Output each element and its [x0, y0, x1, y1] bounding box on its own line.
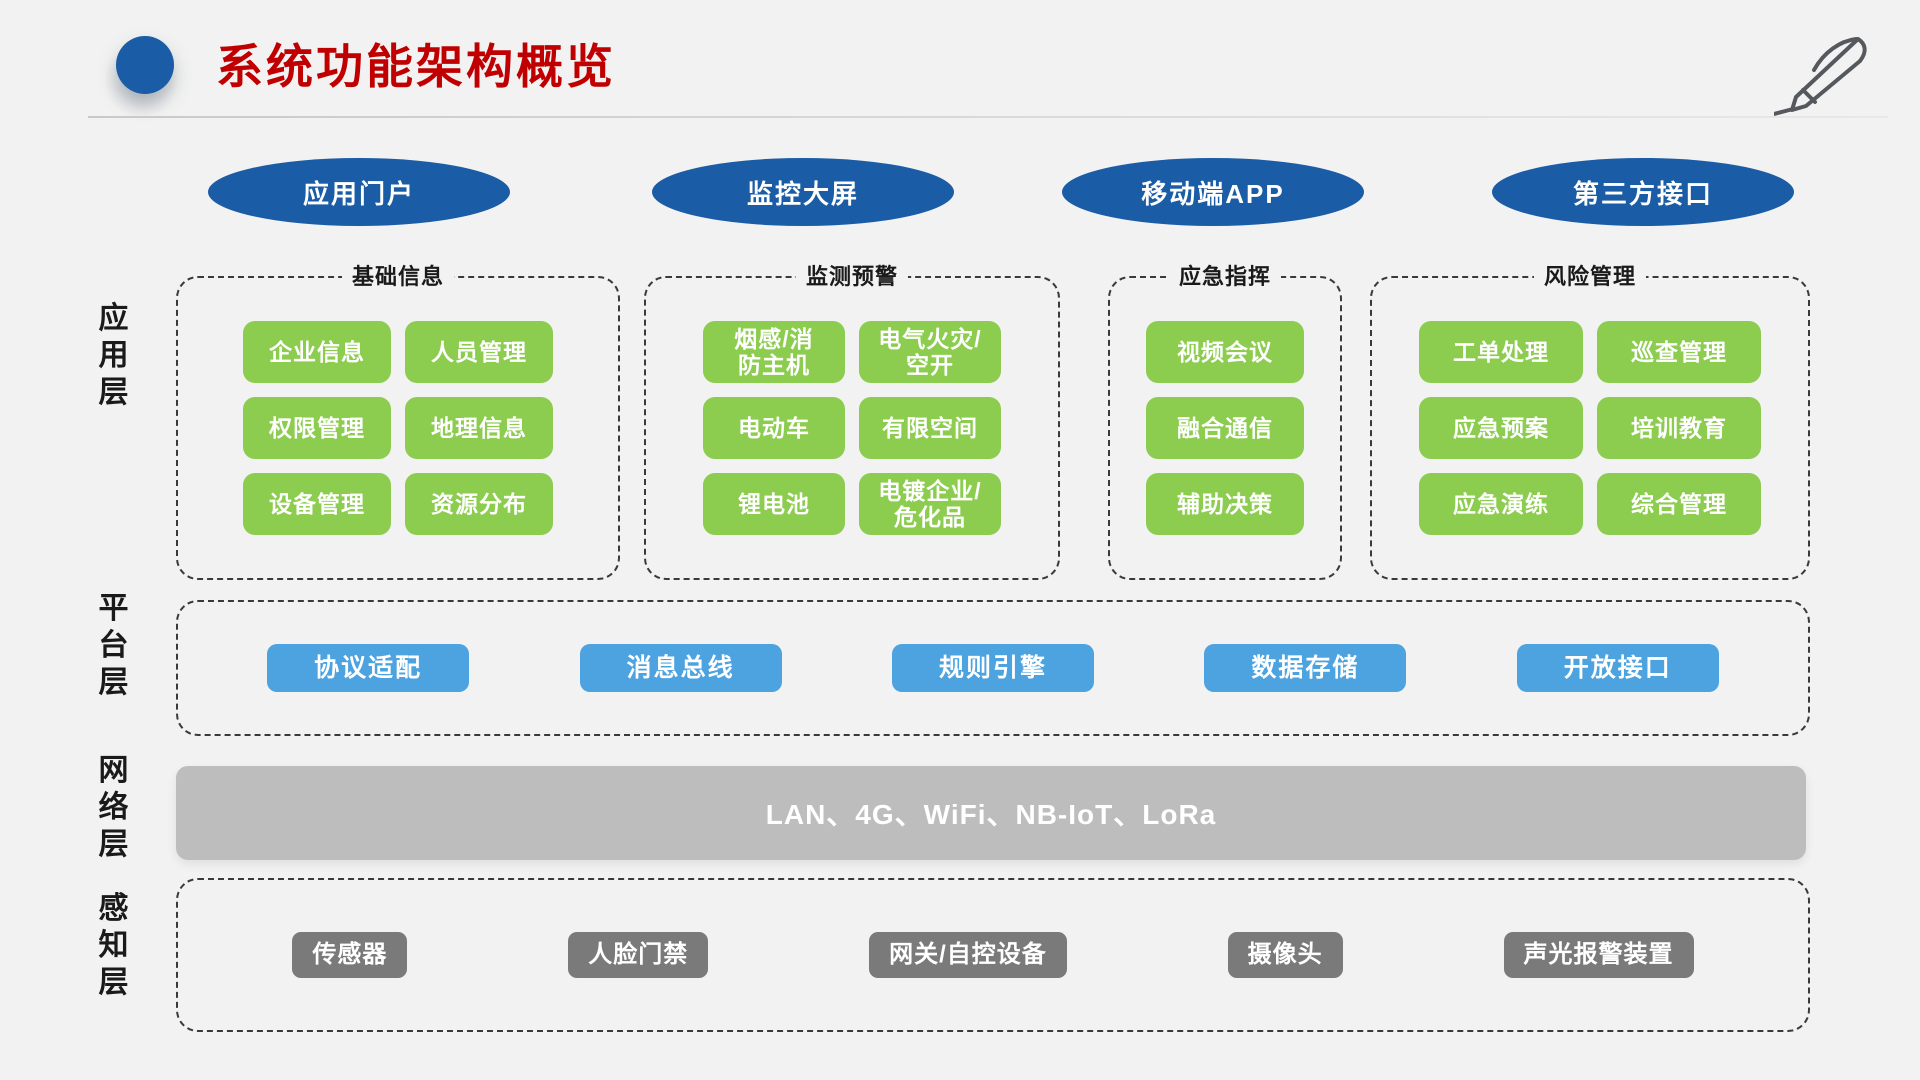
app-item-emergency-plan[interactable]: 应急预案 — [1419, 397, 1583, 459]
header-divider — [88, 116, 1888, 118]
layer-label-char: 层 — [98, 966, 130, 1000]
layer-label-char: 层 — [98, 376, 130, 410]
app-item-device-management[interactable]: 设备管理 — [243, 473, 391, 535]
perception-item-face-access-control[interactable]: 人脸门禁 — [568, 932, 709, 978]
app-item-video-conference[interactable]: 视频会议 — [1146, 321, 1304, 383]
layer-label-char: 络 — [98, 791, 130, 825]
platform-item-data-storage[interactable]: 数据存储 — [1204, 644, 1407, 692]
app-item-lithium-battery[interactable]: 锂电池 — [703, 473, 845, 535]
page-title: 系统功能架构概览 — [216, 40, 616, 93]
app-item-decision-support[interactable]: 辅助决策 — [1146, 473, 1304, 535]
perception-item-camera[interactable]: 摄像头 — [1227, 932, 1343, 978]
app-item-comprehensive-management[interactable]: 综合管理 — [1597, 473, 1761, 535]
platform-item-message-bus[interactable]: 消息总线 — [579, 644, 782, 692]
app-item-electrical-fire-breaker[interactable]: 电气火灾/ 空开 — [859, 321, 1001, 383]
entry-point-app-portal[interactable]: 应用门户 — [208, 158, 510, 226]
app-item-resource-distribution[interactable]: 资源分布 — [405, 473, 553, 535]
layer-label-char: 知 — [98, 929, 130, 963]
entry-point-mobile-app[interactable]: 移动端APP — [1062, 158, 1364, 226]
platform-item-protocol-adaptation[interactable]: 协议适配 — [267, 644, 470, 692]
app-item-inspection-management[interactable]: 巡查管理 — [1597, 321, 1761, 383]
app-item-enterprise-info[interactable]: 企业信息 — [243, 321, 391, 383]
blue-circle-icon — [116, 36, 174, 94]
entry-point-third-party-api[interactable]: 第三方接口 — [1492, 158, 1794, 226]
app-group-emergency-command: 应急指挥 视频会议 融合通信 辅助决策 — [1108, 259, 1342, 580]
page-header: 系统功能架构概览 — [0, 0, 1920, 120]
perception-item-gateway-control-device[interactable]: 网关/自控设备 — [869, 932, 1067, 978]
layer-label-char: 感 — [98, 892, 130, 925]
app-item-training-education[interactable]: 培训教育 — [1597, 397, 1761, 459]
pen-icon — [1774, 37, 1867, 116]
platform-layer-band: 协议适配 消息总线 规则引擎 数据存储 开放接口 — [176, 600, 1810, 736]
app-item-personnel-management[interactable]: 人员管理 — [405, 321, 553, 383]
app-item-electric-vehicle[interactable]: 电动车 — [703, 397, 845, 459]
app-group-title: 监测预警 — [795, 259, 909, 291]
layer-label-application: 应 用 层 — [88, 300, 140, 412]
layer-label-network: 网 络 层 — [88, 752, 140, 864]
app-group-risk-management: 风险管理 工单处理 巡查管理 应急预案 培训教育 应急演练 综合管理 — [1370, 259, 1810, 580]
layer-label-char: 网 — [98, 754, 130, 787]
layer-label-char: 台 — [98, 629, 130, 663]
perception-item-audible-visual-alarm[interactable]: 声光报警装置 — [1503, 932, 1694, 978]
layer-label-char: 层 — [98, 666, 130, 700]
app-item-work-order[interactable]: 工单处理 — [1419, 321, 1583, 383]
perception-layer-band: 传感器 人脸门禁 网关/自控设备 摄像头 声光报警装置 — [176, 878, 1810, 1032]
layer-label-char: 用 — [98, 339, 130, 373]
app-group-title: 风险管理 — [1533, 259, 1647, 291]
app-group-title: 应急指挥 — [1168, 259, 1282, 291]
app-item-confined-space[interactable]: 有限空间 — [859, 397, 1001, 459]
layer-label-char: 层 — [98, 828, 130, 862]
app-group-basic-info: 基础信息 企业信息 人员管理 权限管理 地理信息 设备管理 资源分布 — [176, 259, 620, 580]
layer-label-perception: 感 知 层 — [88, 890, 140, 1002]
platform-item-rule-engine[interactable]: 规则引擎 — [891, 644, 1094, 692]
app-item-smoke-fire-host[interactable]: 烟感/消 防主机 — [703, 321, 845, 383]
layer-label-char: 平 — [98, 592, 130, 625]
app-item-permission-management[interactable]: 权限管理 — [243, 397, 391, 459]
platform-item-open-api[interactable]: 开放接口 — [1516, 644, 1719, 692]
entry-point-monitor-screen[interactable]: 监控大屏 — [652, 158, 954, 226]
layer-label-char: 应 — [98, 302, 130, 335]
network-layer-bar: LAN、4G、WiFi、NB-IoT、LoRa — [176, 766, 1806, 860]
app-item-electroplating-hazchem[interactable]: 电镀企业/ 危化品 — [859, 473, 1001, 535]
entry-point-row: 应用门户 监控大屏 移动端APP 第三方接口 — [0, 158, 1920, 230]
perception-item-sensor[interactable]: 传感器 — [292, 932, 408, 978]
app-item-emergency-drill[interactable]: 应急演练 — [1419, 473, 1583, 535]
app-group-title: 基础信息 — [341, 259, 455, 291]
app-item-converged-communication[interactable]: 融合通信 — [1146, 397, 1304, 459]
layer-label-platform: 平 台 层 — [88, 590, 140, 702]
app-item-geographic-info[interactable]: 地理信息 — [405, 397, 553, 459]
app-group-monitoring-alert: 监测预警 烟感/消 防主机 电气火灾/ 空开 电动车 有限空间 锂电池 电镀企业… — [644, 259, 1060, 580]
